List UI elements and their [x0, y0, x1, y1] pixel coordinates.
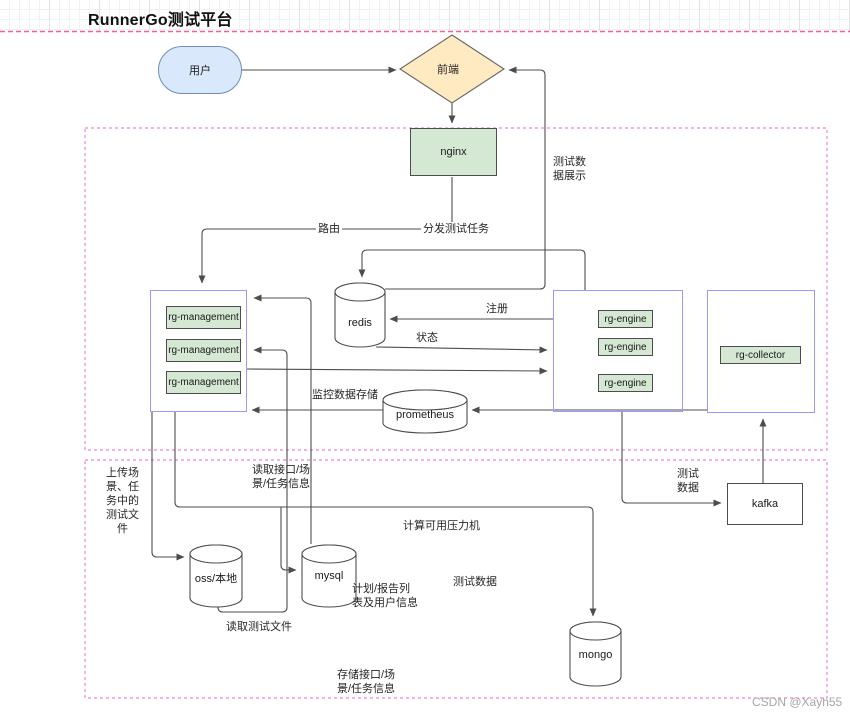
kafka-node: kafka — [727, 483, 803, 525]
label-test-data-display: 测试数 据展示 — [553, 156, 586, 182]
label-calc-available-machines: 计算可用压力机 — [403, 520, 480, 532]
label-test-data-to-kafka: 测试 数据 — [677, 468, 699, 494]
prometheus-node-label: prometheus — [395, 409, 455, 421]
mysql-cylinder-top — [301, 544, 357, 564]
label-read-test-files: 读取测试文件 — [226, 621, 292, 633]
label-store-scene-info: 存储接口/场 景/任务信息 — [337, 669, 396, 695]
edge-oss-to-management — [217, 346, 288, 613]
frontend-diamond-node — [398, 34, 506, 104]
label-register: 注册 — [486, 303, 508, 315]
redis-cylinder-top — [334, 282, 386, 302]
engine-node-1-label: rg-engine — [604, 313, 647, 325]
management-node-2-label: rg-management — [168, 345, 239, 356]
collector-group-container — [707, 290, 815, 413]
frontend-node-label: 前端 — [437, 64, 459, 76]
mongo-node-label: mongo — [578, 649, 613, 661]
engine-node-3-label: rg-engine — [604, 377, 647, 389]
edge-dispatch-to-redis — [358, 249, 586, 290]
section-backend-dashed-container — [84, 127, 828, 451]
prometheus-cylinder-top — [382, 389, 468, 411]
engine-group-container — [553, 290, 683, 412]
engine-node-3: rg-engine — [598, 374, 653, 392]
edge-mysql-to-management — [253, 294, 312, 544]
redis-node-label: redis — [348, 317, 372, 329]
nginx-node: nginx — [410, 128, 497, 176]
edge-management-to-mongo — [174, 412, 597, 617]
kafka-node-label: kafka — [751, 498, 779, 510]
label-test-data: 测试数据 — [453, 576, 497, 588]
label-upload-test-files: 上传场 景、任 务中的 测试文 件 — [106, 467, 139, 535]
management-node-2: rg-management — [166, 339, 241, 362]
label-status: 状态 — [416, 332, 438, 344]
edge-testdata-display-to-frontend — [385, 66, 546, 290]
nginx-node-label: nginx — [440, 146, 467, 158]
mongo-cylinder-top — [569, 621, 622, 641]
edge-status-to-engine — [375, 346, 548, 354]
edge-engine-to-kafka — [621, 412, 722, 507]
csdn-watermark: CSDN @Xayh55 — [752, 695, 843, 709]
edge-management-to-oss — [151, 412, 185, 561]
management-node-3: rg-management — [166, 371, 241, 394]
oss-cylinder-top — [189, 544, 243, 564]
label-monitor-data-store: 监控数据存储 — [312, 389, 378, 401]
edge-route-to-management — [198, 228, 452, 284]
collector-node-label: rg-collector — [735, 349, 786, 361]
label-dispatch-tasks: 分发测试任务 — [421, 222, 491, 236]
section-storage-dashed-container — [84, 459, 828, 699]
user-node-label: 用户 — [189, 65, 211, 77]
label-read-scene-info: 读取接口/场 景/任务信息 — [252, 464, 311, 490]
engine-node-1: rg-engine — [598, 310, 653, 328]
mysql-node-label: mysql — [314, 570, 344, 582]
collector-node: rg-collector — [720, 346, 801, 364]
diagram-title: RunnerGo测试平台 — [88, 12, 233, 29]
engine-node-2: rg-engine — [598, 338, 653, 356]
edge-branch-to-mysql — [280, 507, 297, 574]
user-node: 用户 — [158, 46, 242, 94]
label-route: 路由 — [316, 222, 342, 236]
label-plan-report-user-info: 计划/报告列 表及用户信息 — [352, 583, 418, 609]
oss-node-label: oss/本地 — [194, 573, 238, 585]
edge-management-to-engine — [246, 367, 548, 375]
management-node-1: rg-management — [166, 306, 241, 329]
management-group-container — [150, 290, 247, 412]
management-node-3-label: rg-management — [168, 377, 239, 388]
canvas-grid-strip — [0, 0, 850, 31]
engine-node-2-label: rg-engine — [604, 341, 647, 353]
management-node-1-label: rg-management — [168, 312, 239, 323]
